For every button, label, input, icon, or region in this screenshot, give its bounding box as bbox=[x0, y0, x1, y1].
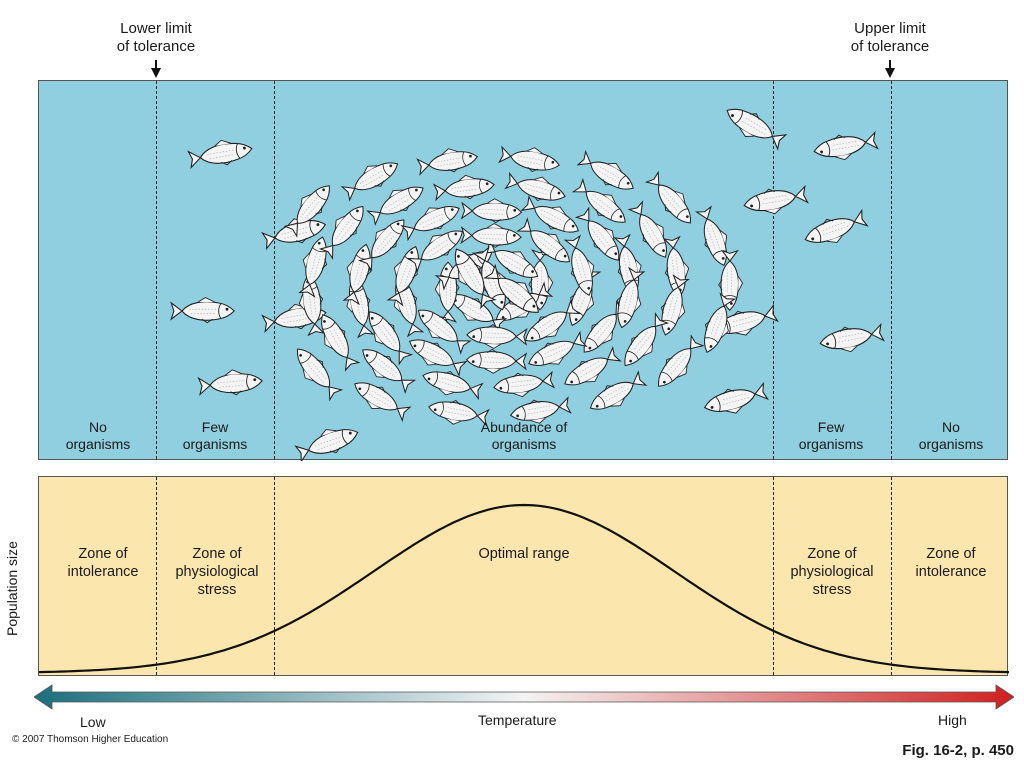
arrow-down-icon bbox=[151, 68, 161, 78]
fish-icon bbox=[419, 364, 484, 404]
temperature-gradient-arrow bbox=[34, 684, 1014, 710]
zone-label-intolerance-right: Zone of intolerance bbox=[915, 546, 987, 580]
zone-label-intolerance-left: Zone of intolerance bbox=[67, 546, 139, 580]
y-axis-label: Population size bbox=[4, 541, 20, 636]
upper-limit-arrow-stem bbox=[889, 60, 891, 68]
fish-icon bbox=[186, 134, 255, 172]
copyright-text: © 2007 Thomson Higher Education bbox=[12, 734, 169, 745]
lower-limit-arrow-stem bbox=[155, 60, 157, 68]
fish-icon bbox=[491, 368, 556, 401]
fish-icon bbox=[498, 141, 562, 177]
zone-label-physiological-stress-right: Zone of physiological stress bbox=[790, 546, 874, 598]
axis-low-label: Low bbox=[80, 714, 106, 730]
fish-icon bbox=[432, 171, 497, 204]
zone-label-no-organisms-right: No organisms bbox=[918, 419, 984, 452]
fish-icon bbox=[719, 99, 789, 155]
fish-icon bbox=[170, 296, 235, 324]
figure-reference: Fig. 16-2, p. 450 bbox=[902, 742, 1014, 759]
axis-title: Temperature bbox=[478, 712, 557, 728]
zone-divider bbox=[156, 477, 157, 675]
axis-high-label: High bbox=[938, 712, 967, 728]
zone-divider bbox=[891, 81, 892, 459]
fish-icon bbox=[465, 323, 528, 351]
fish-icon bbox=[811, 128, 880, 166]
fish-icon bbox=[817, 320, 886, 358]
fish-school bbox=[170, 99, 886, 461]
lower-limit-label: Lower limit of tolerance bbox=[116, 20, 196, 55]
fish-icon bbox=[649, 333, 708, 395]
fish-icon bbox=[504, 168, 569, 208]
zone-label-few-organisms-left: Few organisms bbox=[182, 419, 248, 452]
zone-divider bbox=[773, 81, 774, 459]
zone-label-optimal-range: Optimal range bbox=[478, 546, 570, 562]
zone-label-no-organisms-left: No organisms bbox=[65, 419, 131, 452]
zone-divider bbox=[274, 477, 275, 675]
fish-icon bbox=[741, 182, 810, 220]
fish-icon bbox=[461, 197, 523, 224]
zone-label-abundance: Abundance of organisms bbox=[480, 419, 568, 452]
fish-icon bbox=[416, 143, 480, 179]
fish-icon bbox=[460, 221, 523, 249]
zone-divider bbox=[274, 81, 275, 459]
zone-label-physiological-stress-left: Zone of physiological stress bbox=[175, 546, 259, 598]
fish-icon bbox=[293, 419, 363, 461]
upper-limit-label: Upper limit of tolerance bbox=[850, 20, 930, 55]
fish-icon bbox=[800, 206, 870, 253]
tolerance-graph-panel: Zone of intolerance Zone of physiologica… bbox=[38, 476, 1009, 676]
zone-divider bbox=[156, 81, 157, 459]
fish-icon bbox=[465, 348, 527, 375]
fish-icon bbox=[197, 366, 264, 399]
population-curve bbox=[39, 503, 1009, 674]
fish-icon bbox=[701, 379, 770, 422]
arrow-down-icon bbox=[885, 68, 895, 78]
zone-label-few-organisms-right: Few organisms bbox=[798, 419, 864, 452]
zone-divider bbox=[891, 477, 892, 675]
zone-divider bbox=[773, 477, 774, 675]
aquarium-panel: No organisms Few organisms Abundance of … bbox=[38, 80, 1008, 461]
